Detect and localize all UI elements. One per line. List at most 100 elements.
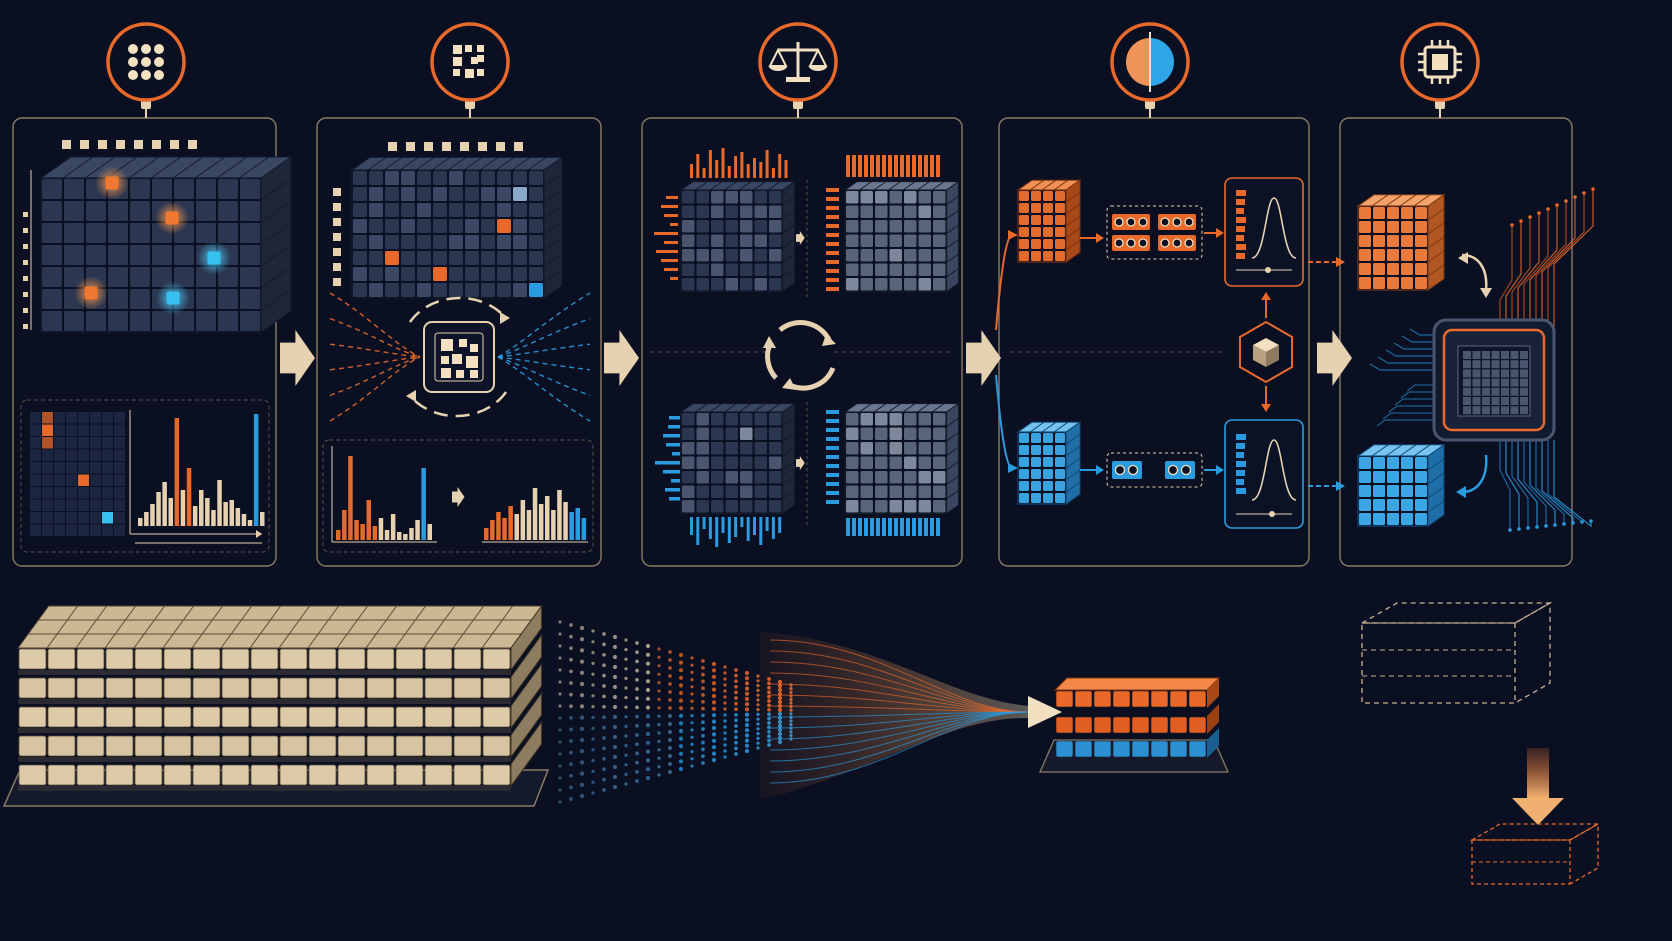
group-dot: [1126, 217, 1136, 227]
stream-dot: [723, 749, 727, 753]
branch-head: [1008, 463, 1018, 473]
bar: [409, 528, 414, 540]
stream-dot: [591, 715, 595, 720]
grid-cell: [196, 289, 216, 309]
heatmap-cell: [42, 462, 53, 474]
funnel-glow: [760, 632, 1030, 800]
stream-dot: [723, 731, 727, 735]
grid-top-line: [917, 403, 930, 413]
stream-dot: [624, 696, 628, 700]
stream-dot: [678, 652, 684, 658]
side-activation-bar: [664, 268, 678, 271]
group-dot: [1160, 217, 1170, 227]
weight-cell: [250, 677, 279, 699]
stream-dot: [612, 704, 618, 710]
stream-dot: [678, 675, 684, 680]
grid-top-line: [724, 403, 737, 413]
weight-cell: [250, 648, 279, 670]
grid-cell: [497, 283, 511, 297]
stream-dot: [591, 640, 595, 644]
balanced-bottom-bar: [930, 518, 934, 536]
grid-cell: [696, 442, 709, 455]
circuit-trace-left: [1394, 398, 1440, 406]
stream-dot: [612, 694, 618, 700]
grid-top-line: [1399, 444, 1417, 457]
icon-square: [453, 57, 462, 66]
grid-cell: [108, 289, 128, 309]
grid-top-line: [495, 156, 515, 171]
small-dashed-top: [1469, 823, 1601, 841]
stream-dot: [612, 664, 618, 670]
grid-top-line: [888, 403, 901, 413]
weight-cell: [18, 764, 47, 786]
balanced-bar: [924, 155, 928, 177]
grid-cell: [152, 245, 172, 265]
stream-dot: [558, 740, 562, 744]
stream-dot: [612, 754, 618, 760]
stream-dot: [579, 625, 585, 631]
stream-dot: [701, 754, 705, 759]
trace-node: [1537, 211, 1541, 215]
weight-layer: [18, 691, 543, 762]
stream-dot: [756, 732, 760, 736]
grid-cell: [1387, 457, 1399, 469]
grid-cell: [889, 413, 902, 426]
grid-side-line: [782, 417, 795, 427]
balanced-bottom-bar: [882, 518, 886, 536]
stream-dot: [612, 724, 618, 730]
heatmap-cell: [66, 462, 77, 474]
blue-tensor: [1016, 421, 1082, 505]
weight-cell: [18, 648, 47, 670]
grid-cell: [497, 251, 511, 265]
heatmap-cell: [78, 449, 89, 461]
grid-cell: [754, 278, 767, 291]
grid-cell: [846, 471, 859, 484]
grid-side-line: [946, 417, 959, 427]
grid-cell: [401, 171, 415, 185]
grid-cell: [240, 245, 260, 265]
stream-dot: [701, 706, 705, 711]
heatmap-cell: [66, 524, 77, 536]
grid-cell: [481, 235, 495, 249]
grid-side-line: [782, 490, 795, 500]
balanced-bar: [906, 155, 910, 177]
stage-arrow: [604, 330, 639, 386]
grid-side-line: [782, 210, 795, 220]
bar: [563, 502, 568, 540]
heatmap-cell: [90, 499, 101, 511]
circuit-trace-orange: [1499, 225, 1513, 330]
icon-dot: [128, 44, 138, 54]
grid-cell: [465, 171, 479, 185]
layer-side: [510, 662, 543, 730]
heatmap-cell: [102, 474, 113, 486]
stream-dot: [701, 659, 705, 663]
top-col-line: [133, 605, 166, 649]
grid-cell: [465, 251, 479, 265]
weight-cell: [424, 706, 453, 728]
bar: [211, 510, 216, 526]
grid-cell: [769, 278, 782, 291]
group-dot: [1184, 238, 1194, 248]
bar: [557, 490, 562, 540]
grid-cell: [904, 234, 917, 247]
grid-top-line: [1029, 179, 1045, 191]
stream-dot: [744, 722, 750, 728]
heatmap-cell: [30, 449, 41, 461]
circuit-trace-left: [1401, 335, 1440, 343]
heatmap-cell: [102, 449, 113, 461]
stream-dot: [612, 744, 618, 750]
trace-node: [1571, 521, 1575, 525]
balanced-side-bar: [826, 224, 839, 228]
grid-top-line: [84, 156, 116, 179]
stream-dot: [711, 674, 717, 679]
grid-cell: [218, 311, 238, 331]
grid-cell: [369, 235, 383, 249]
grid-cell: [1401, 457, 1413, 469]
grid-cell: [481, 251, 495, 265]
stream-dot: [645, 643, 651, 649]
stream-dot: [602, 663, 606, 668]
row-marker: [23, 244, 28, 249]
column-marker: [406, 142, 415, 151]
grid-cell: [1055, 251, 1065, 261]
balanced-bar: [894, 155, 898, 177]
